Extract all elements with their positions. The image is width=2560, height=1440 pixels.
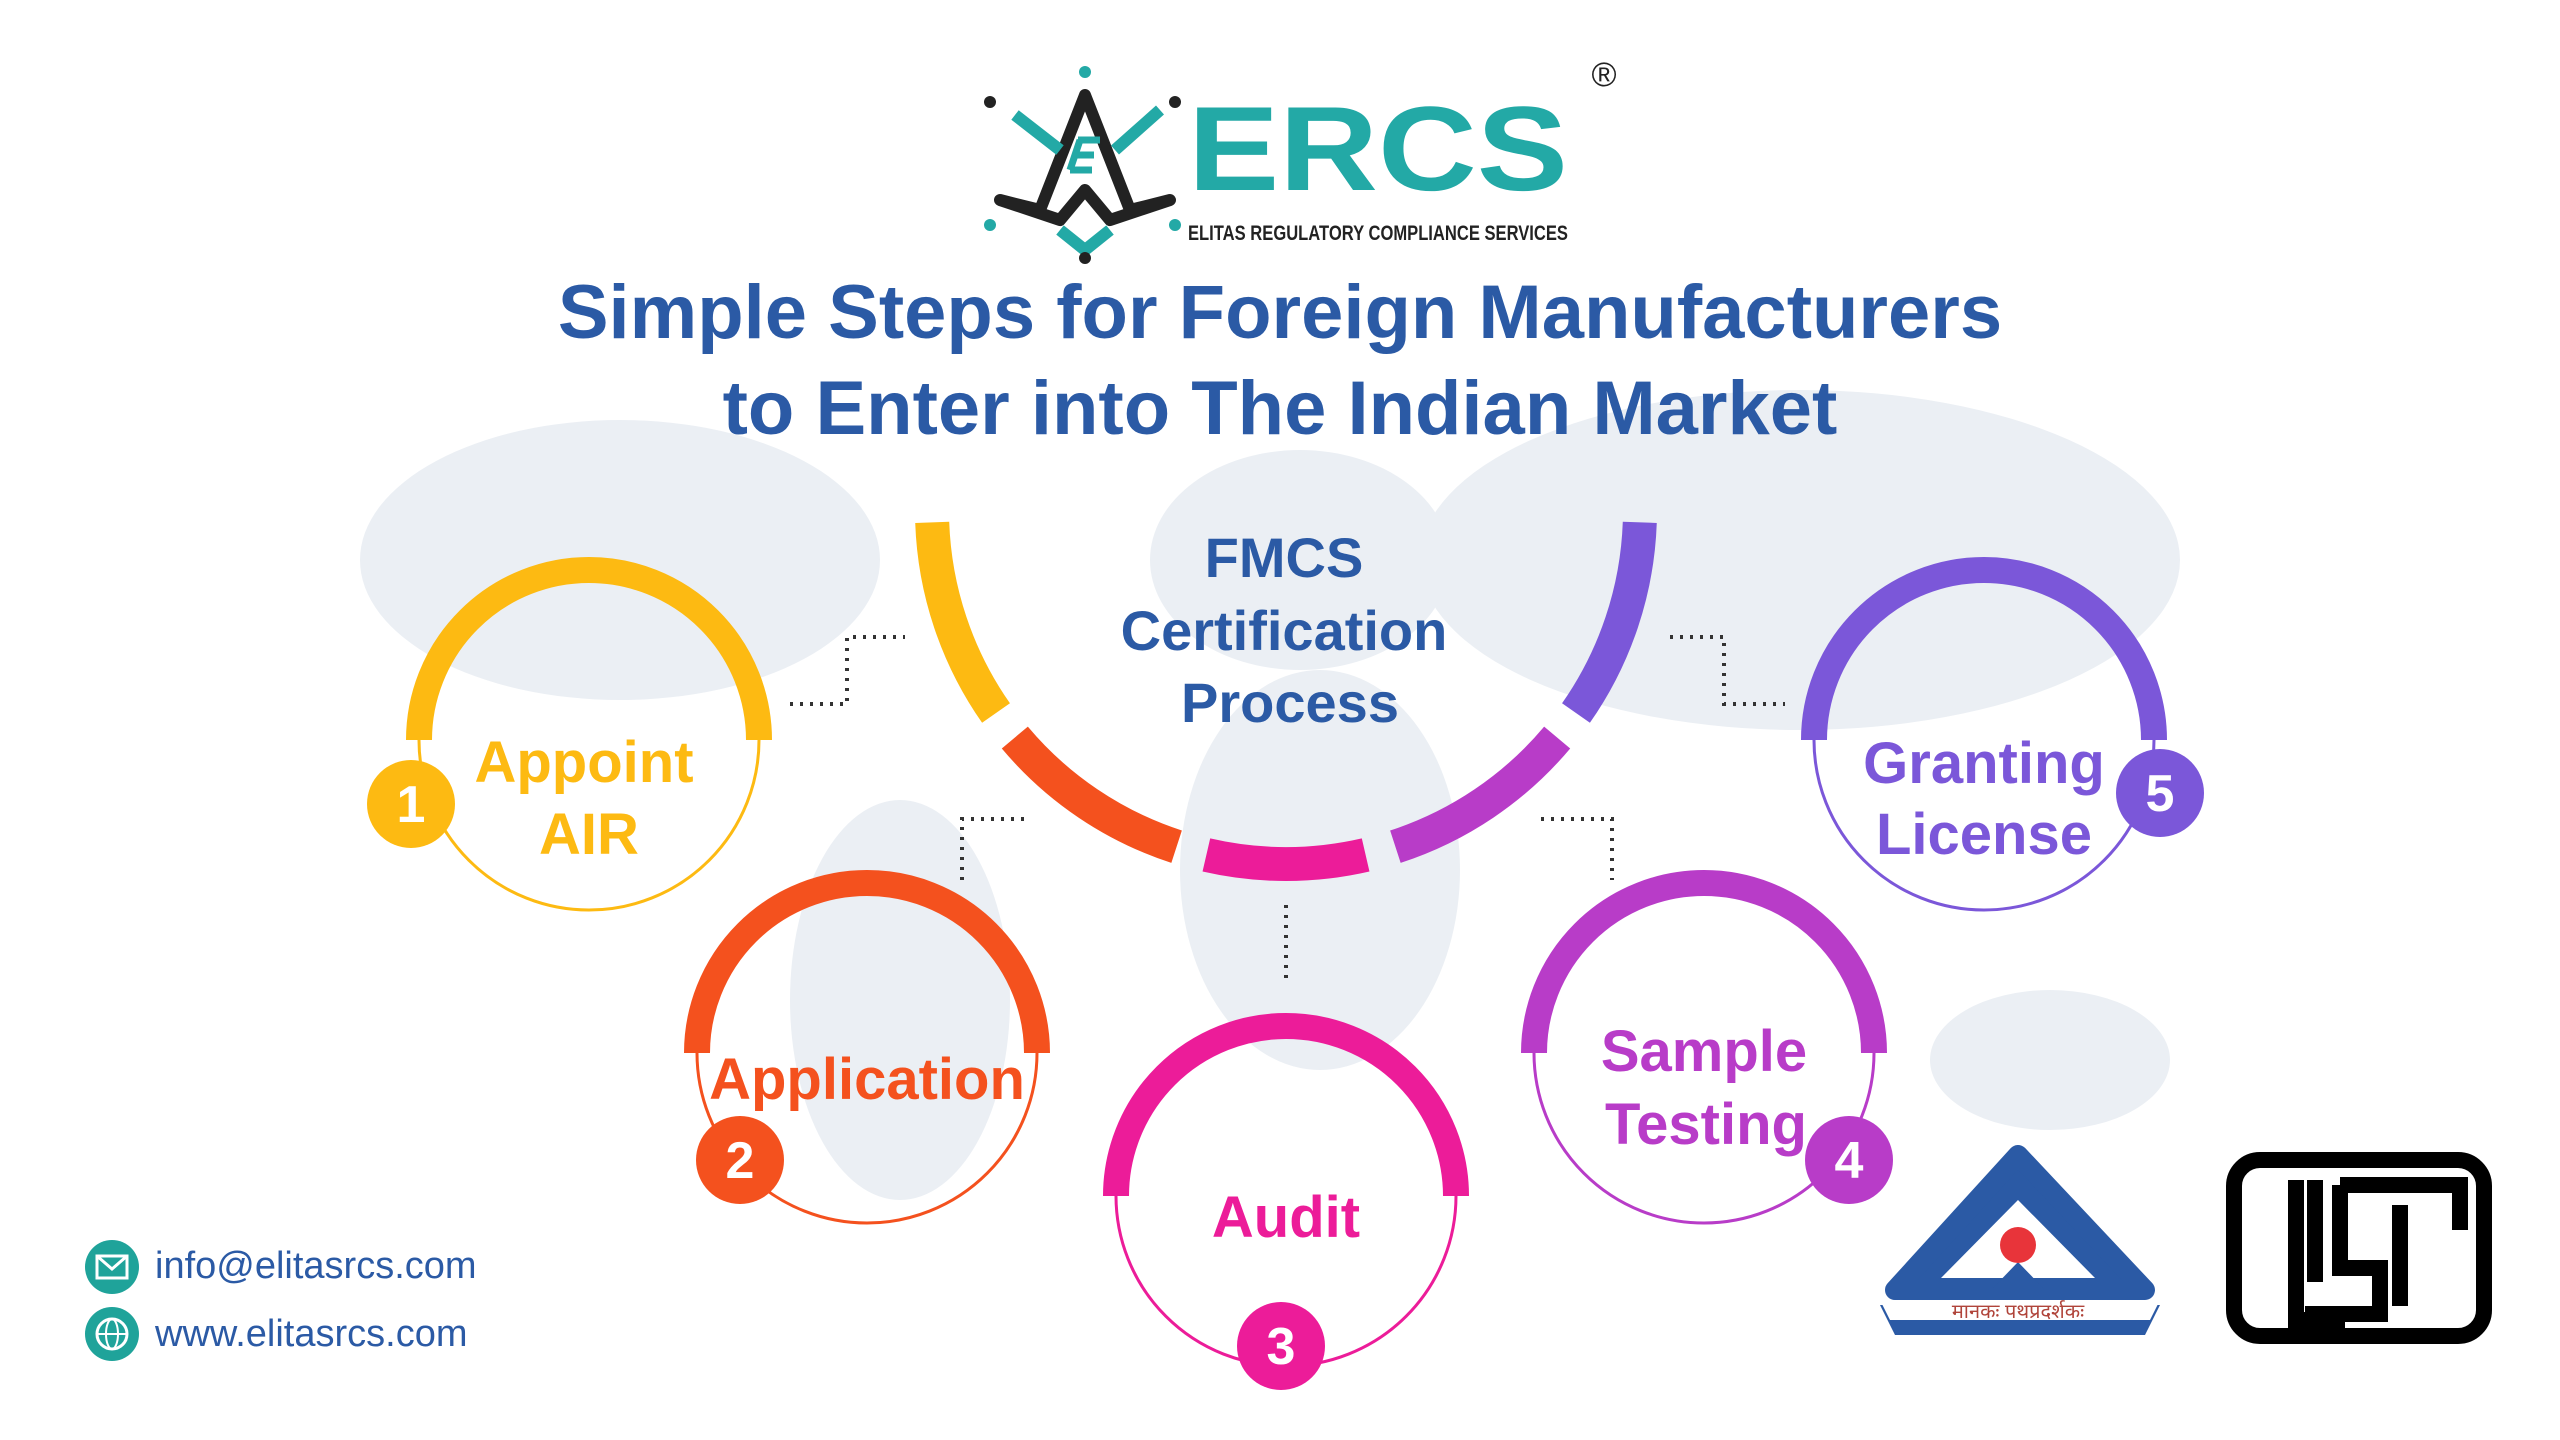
step-number-badge bbox=[2116, 749, 2204, 837]
page-title-line2: to Enter into The Indian Market bbox=[723, 366, 1838, 451]
step-label-line1: Application bbox=[709, 1047, 1025, 1112]
step-number-badge bbox=[1237, 1302, 1325, 1390]
step-number-badge bbox=[1805, 1116, 1893, 1204]
step-label-line1: Audit bbox=[1212, 1185, 1360, 1250]
step-label-line1: Sample bbox=[1601, 1019, 1807, 1084]
contact-email[interactable]: info@elitasrcs.com bbox=[85, 1240, 477, 1294]
step-number: 4 bbox=[1835, 1132, 1864, 1190]
step-number-badge bbox=[367, 760, 455, 848]
logo-registered: ® bbox=[1591, 56, 1616, 94]
step-label-line2: License bbox=[1876, 802, 2092, 867]
step-circle-arc bbox=[406, 557, 772, 741]
step-number: 5 bbox=[2146, 765, 2175, 823]
email-text[interactable]: info@elitasrcs.com bbox=[155, 1245, 477, 1287]
arc-segment-5 bbox=[1561, 521, 1657, 723]
website-text[interactable]: www.elitasrcs.com bbox=[154, 1313, 468, 1355]
step-2: 2 Application bbox=[684, 870, 1050, 1225]
step-circle-arc bbox=[1521, 870, 1887, 1054]
step-label-line1: Appoint bbox=[474, 730, 693, 795]
arc-segment-4 bbox=[1389, 726, 1571, 863]
bis-logo: मानकः पथप्रदर्शकः bbox=[1880, 1145, 2160, 1335]
logo-tagline: ELITAS REGULATORY COMPLIANCE SERVICES bbox=[1188, 222, 1568, 245]
step-number: 2 bbox=[726, 1132, 755, 1190]
center-title-line3: Process bbox=[1181, 671, 1399, 734]
dotted-connectors bbox=[790, 635, 1785, 982]
step-number: 1 bbox=[397, 776, 426, 834]
step-3: 3 Audit bbox=[1103, 1013, 1469, 1390]
step-circle-arc bbox=[684, 870, 1050, 1054]
step-number-badge bbox=[696, 1116, 784, 1204]
logo-e-mark-icon bbox=[1066, 136, 1100, 174]
arc-segment-1 bbox=[915, 521, 1011, 723]
step-label-line1: Granting bbox=[1863, 731, 2105, 796]
step-label-line2: AIR bbox=[539, 802, 639, 867]
isi-logo bbox=[2226, 1152, 2492, 1344]
bis-motto: मानकः पथप्रदर्शकः bbox=[1952, 1300, 2085, 1323]
contact-website[interactable]: www.elitasrcs.com bbox=[85, 1307, 468, 1361]
ercs-logo: ERCS ® ELITAS REGULATORY COMPLIANCE SERV… bbox=[984, 56, 1617, 264]
step-circle-arc bbox=[1103, 1013, 1469, 1197]
email-icon bbox=[85, 1240, 139, 1294]
center-title-line2: Certification bbox=[1121, 599, 1448, 662]
center-title-line1: FMCS bbox=[1205, 526, 1364, 589]
central-process-arc bbox=[915, 521, 1657, 881]
page-title-line1: Simple Steps for Foreign Manufacturers bbox=[558, 270, 2002, 355]
step-label-line2: Testing bbox=[1605, 1092, 1807, 1157]
arc-segment-2 bbox=[1001, 726, 1183, 863]
arc-segment-3 bbox=[1202, 838, 1370, 881]
step-circle-arc bbox=[1801, 557, 2167, 741]
step-number: 3 bbox=[1267, 1318, 1296, 1376]
logo-wordmark: ERCS bbox=[1188, 82, 1568, 216]
